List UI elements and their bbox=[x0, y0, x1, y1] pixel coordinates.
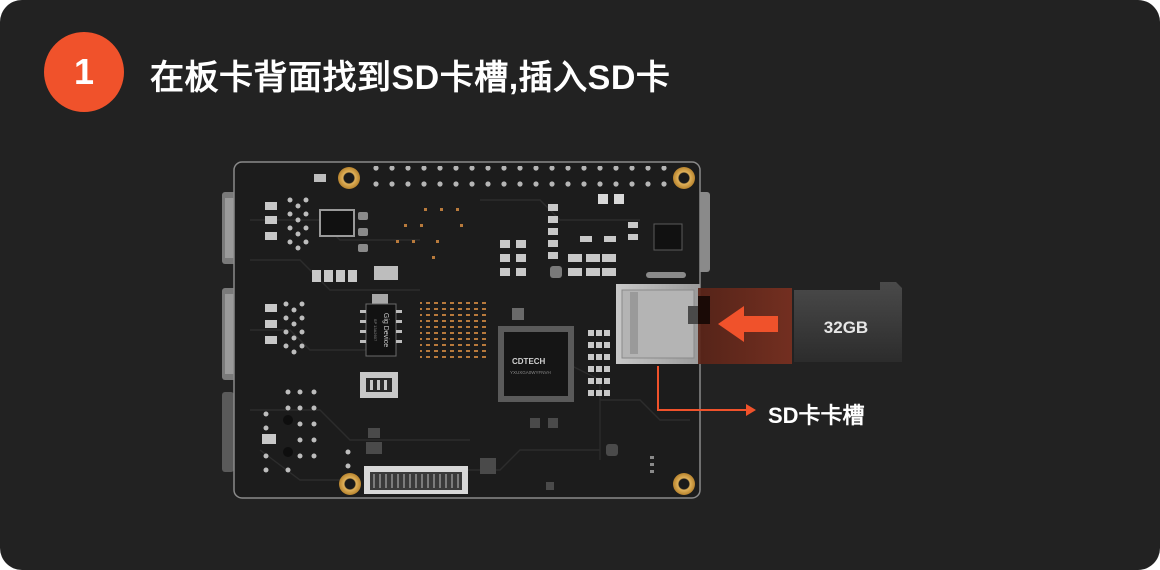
gig-device-chip-sublabel: SP 13A2607 bbox=[373, 319, 378, 342]
via-field-left bbox=[420, 298, 490, 362]
callout-arrowhead-icon bbox=[746, 404, 756, 416]
sd-slot-callout-label: SD卡卡槽 bbox=[768, 403, 865, 428]
via-cluster-bottom-left bbox=[263, 389, 351, 473]
gpio-header bbox=[364, 166, 668, 190]
sd-card-capacity-label: 32GB bbox=[824, 318, 868, 337]
step-title: 在板卡背面找到SD卡槽,插入SD卡 bbox=[150, 59, 671, 97]
gig-device-chip-label: Gig Device bbox=[382, 313, 389, 347]
smd-component bbox=[314, 174, 326, 182]
smd-component bbox=[512, 308, 524, 320]
led-pair bbox=[598, 194, 624, 204]
capacitor-column bbox=[358, 212, 368, 252]
via-cluster-top-left bbox=[287, 197, 309, 251]
capacitor-row bbox=[312, 270, 357, 282]
test-pad bbox=[283, 415, 293, 425]
step-number-badge: 1 bbox=[44, 32, 124, 112]
sd-card-slot bbox=[616, 284, 700, 364]
small-connector bbox=[360, 372, 398, 398]
sd-slot-opening bbox=[698, 296, 710, 324]
smd-component bbox=[550, 266, 562, 278]
resistor-columns-right bbox=[588, 330, 610, 396]
tiny-pads bbox=[650, 456, 654, 473]
mounting-holes bbox=[338, 167, 695, 495]
resistor-pack bbox=[374, 266, 398, 280]
smd-component bbox=[372, 294, 388, 304]
smd-component bbox=[646, 272, 686, 278]
ic-chip-right bbox=[653, 223, 683, 251]
callout-line bbox=[657, 366, 746, 411]
insert-arrow-icon bbox=[718, 306, 778, 342]
test-pad bbox=[283, 447, 293, 457]
resistor-array-left bbox=[262, 202, 277, 444]
sd-card: 32GB bbox=[794, 282, 902, 362]
main-soc-chip: CDTECH YXUXGA0WYFNVH bbox=[498, 326, 574, 402]
soc-code-label: YXUXGA0WYFNVH bbox=[510, 370, 551, 375]
gig-device-chip: Gig Device SP 13A2607 bbox=[360, 303, 402, 357]
fpc-connector bbox=[364, 466, 468, 494]
via-cluster-mid-left bbox=[283, 301, 305, 355]
resistor-array-mid bbox=[500, 204, 638, 276]
misc-pads bbox=[366, 418, 618, 490]
soc-brand-label: CDTECH bbox=[512, 357, 546, 366]
pcb-traces bbox=[250, 199, 690, 481]
qfn-chip bbox=[319, 209, 355, 237]
via-field-top bbox=[396, 208, 463, 259]
